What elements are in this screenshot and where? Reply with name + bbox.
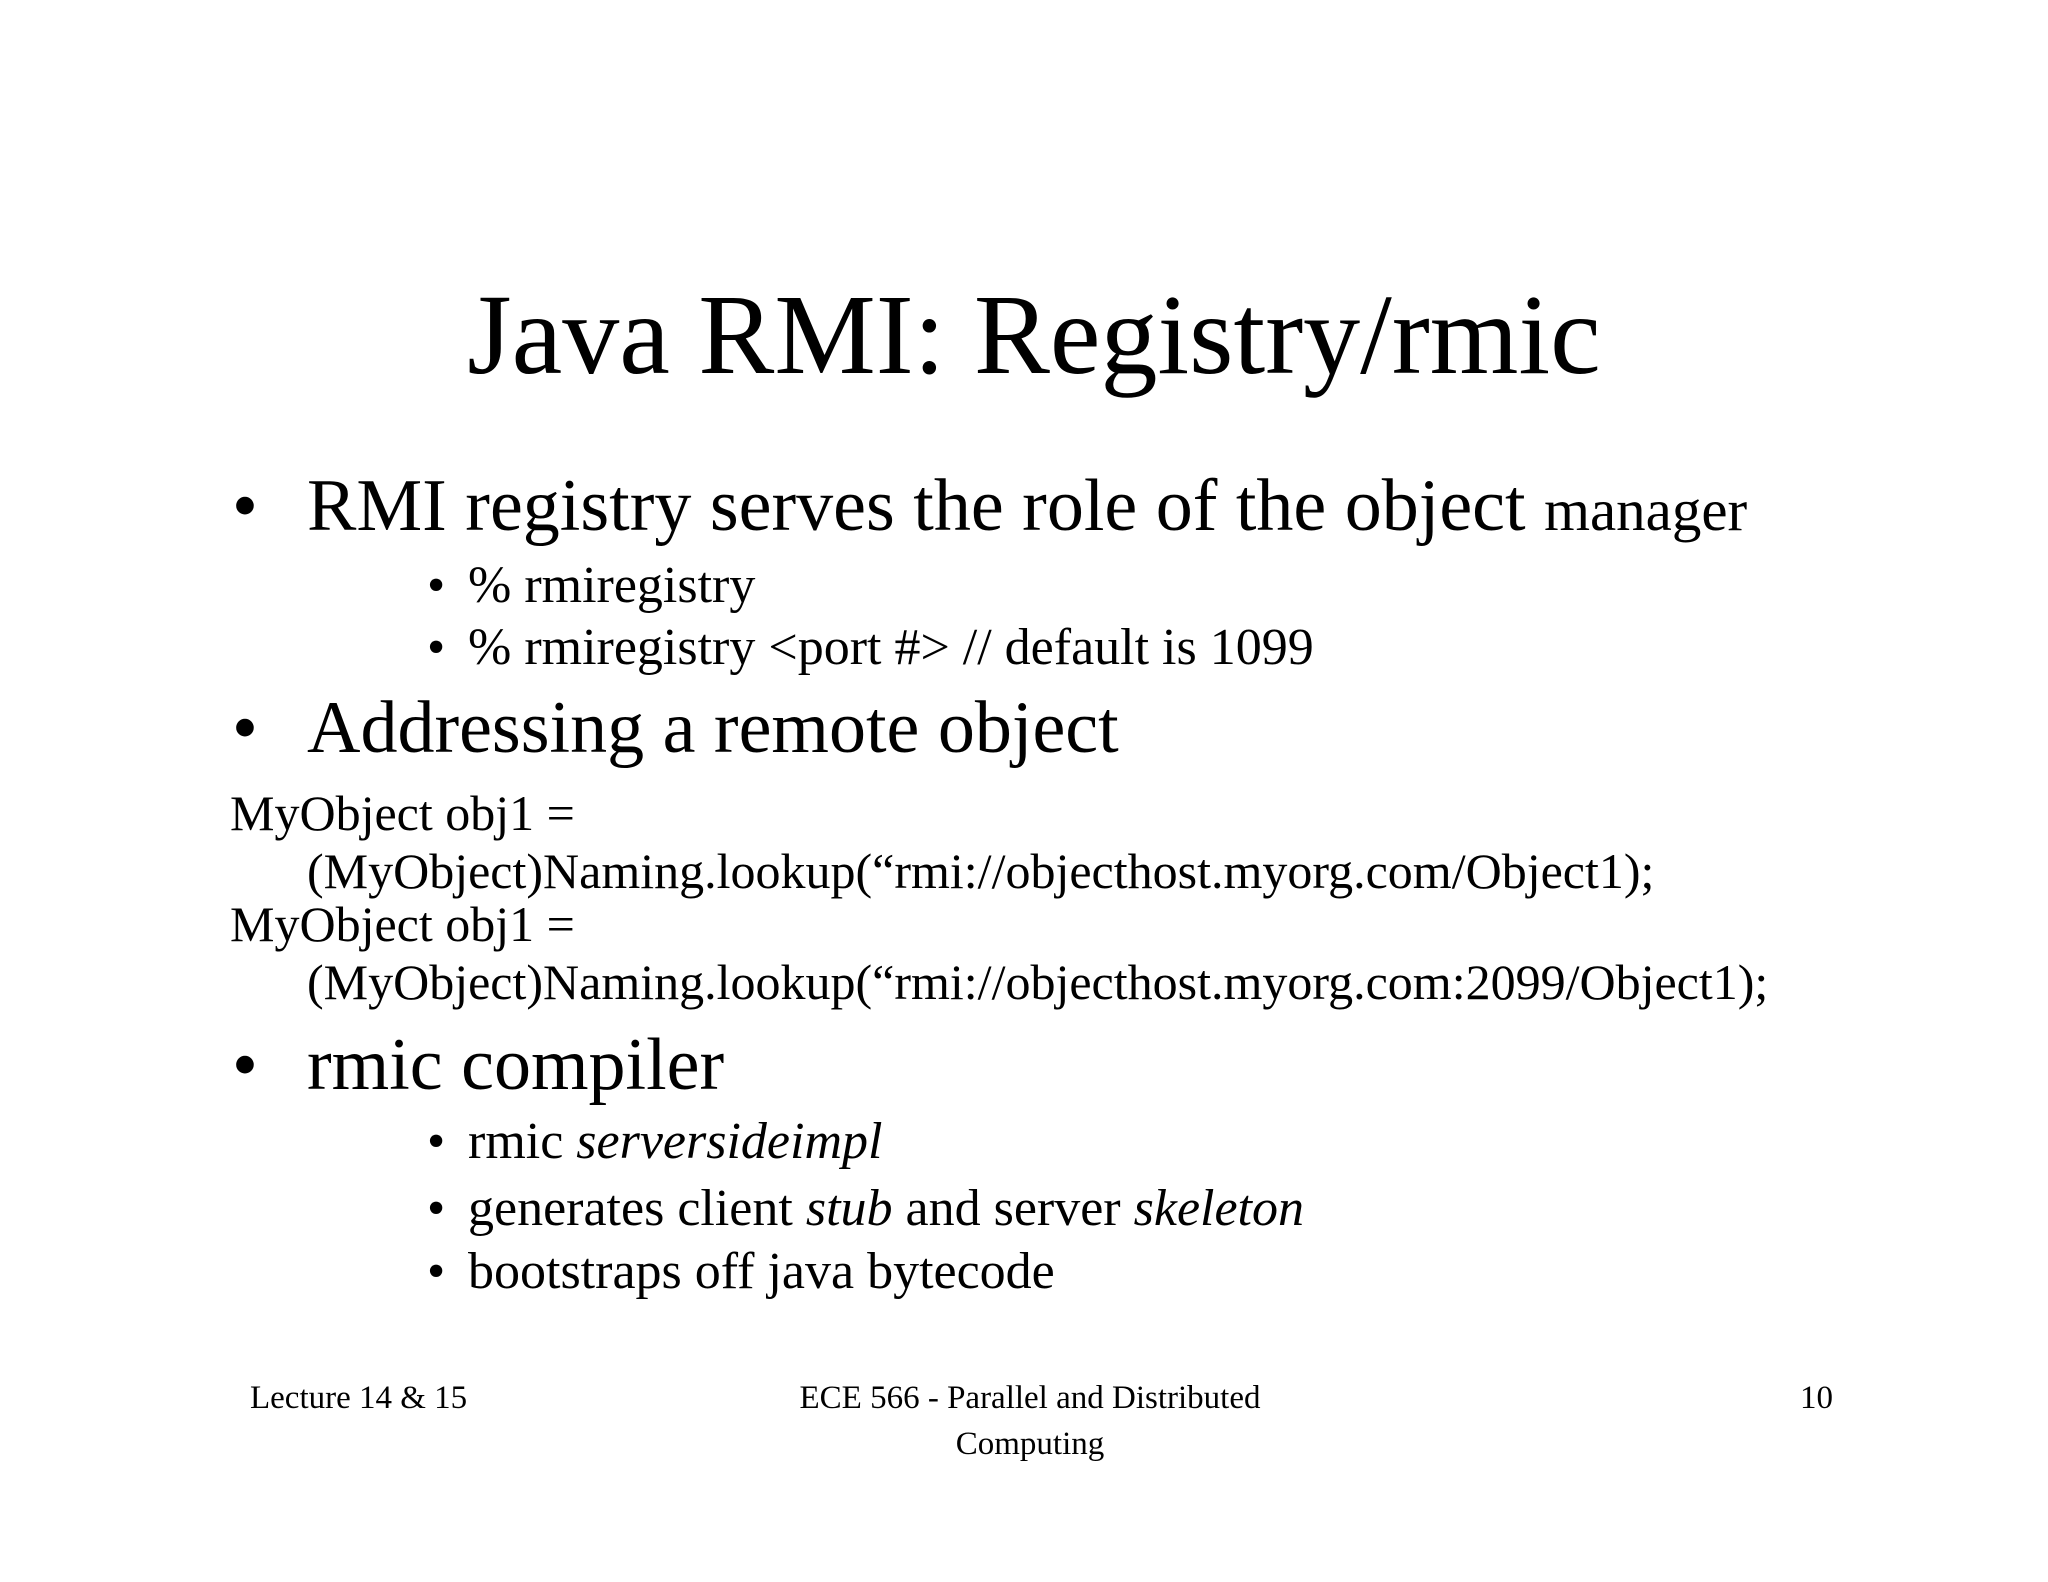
bullet-item-rmic-compiler: •rmic compiler: [232, 1028, 724, 1102]
bullet-icon: •: [232, 687, 258, 769]
bullet-item-addressing: •Addressing a remote object: [232, 691, 1119, 765]
code-line: MyObject obj1 =: [230, 896, 575, 952]
sub-bullet-text-italic: skeleton: [1133, 1180, 1304, 1237]
bullet-icon: •: [232, 465, 258, 547]
sub-bullet-item-generates-stub-skeleton: • generates client stub and server skelet…: [427, 1183, 1304, 1235]
sub-bullet-text-italic: serversideimpl: [576, 1113, 883, 1170]
code-line: (MyObject)Naming.lookup(“rmi://objecthos…: [307, 954, 1769, 1010]
sub-bullet-icon: •: [427, 619, 446, 676]
page-number: 10: [1800, 1380, 1833, 1416]
sub-bullet-text: bootstraps off java bytecode: [468, 1243, 1055, 1300]
bullet-item-rmi-registry: •RMI registry serves the role of the obj…: [232, 469, 1747, 543]
sub-bullet-item-rmiregistry-port: • % rmiregistry <port #> // default is 10…: [427, 622, 1314, 674]
slide-title: Java RMI: Registry/rmic: [467, 271, 1601, 398]
sub-bullet-text: % rmiregistry <port #> // default is 109…: [468, 619, 1314, 676]
bullet-text: Addressing a remote object: [307, 687, 1119, 769]
footer-course-title-line2: Computing: [955, 1426, 1105, 1462]
sub-bullet-icon: •: [427, 557, 446, 614]
sub-bullet-item-bootstraps: • bootstraps off java bytecode: [427, 1246, 1055, 1298]
bullet-text: rmic compiler: [307, 1024, 725, 1106]
sub-bullet-text-italic: stub: [805, 1180, 893, 1237]
bullet-text-small: manager: [1544, 477, 1748, 543]
sub-bullet-icon: •: [427, 1243, 446, 1300]
sub-bullet-text: % rmiregistry: [468, 557, 756, 614]
sub-bullet-text: and server: [892, 1180, 1134, 1237]
code-line: MyObject obj1 =: [230, 785, 575, 841]
sub-bullet-text: rmic: [468, 1113, 577, 1170]
code-line: (MyObject)Naming.lookup(“rmi://objecthos…: [307, 843, 1655, 899]
sub-bullet-text: generates client: [468, 1180, 806, 1237]
bullet-icon: •: [232, 1024, 258, 1106]
sub-bullet-item-rmiregistry: • % rmiregistry: [427, 560, 755, 612]
footer-lecture-label: Lecture 14 & 15: [250, 1380, 468, 1416]
sub-bullet-item-rmic-serversideimpl: • rmic serversideimpl: [427, 1116, 882, 1168]
sub-bullet-icon: •: [427, 1113, 446, 1170]
footer-course-title-line1: ECE 566 - Parallel and Distributed: [799, 1380, 1261, 1416]
bullet-text: RMI registry serves the role of the obje…: [307, 465, 1545, 547]
sub-bullet-icon: •: [427, 1180, 446, 1237]
